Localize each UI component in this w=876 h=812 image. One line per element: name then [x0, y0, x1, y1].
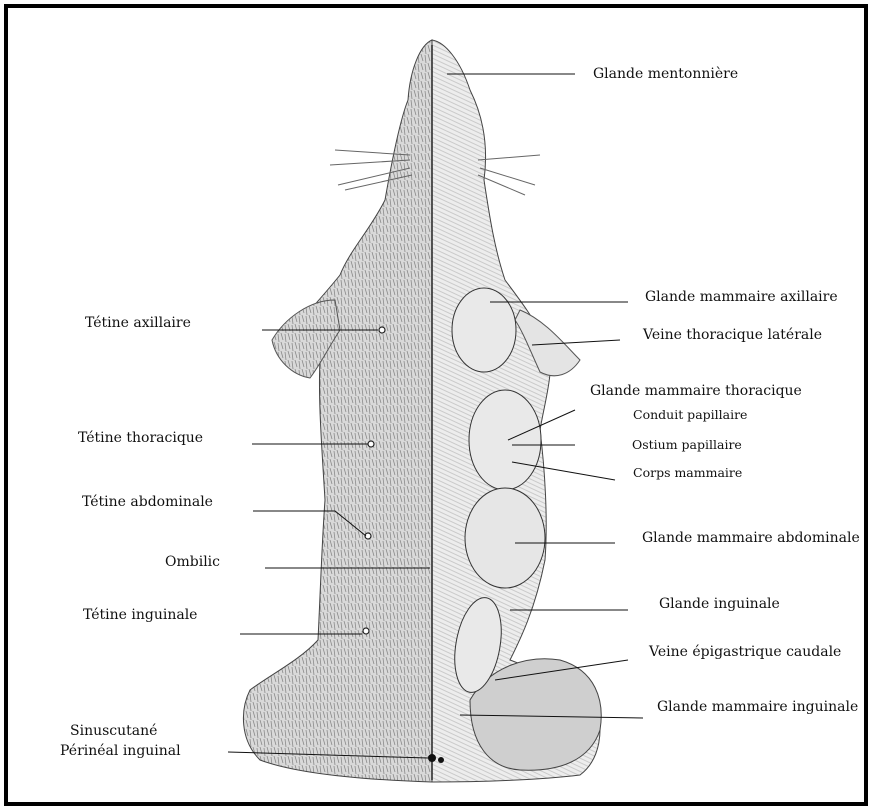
teat-thoracic: [368, 441, 374, 447]
teat-axillary: [379, 327, 385, 333]
label-glande-inguinale: Glande inguinale: [659, 596, 780, 612]
label-glande-mammaire-abdominale: Glande mammaire abdominale: [642, 530, 860, 546]
gland-thoracic: [469, 390, 541, 490]
rat-body-fur: [243, 40, 432, 782]
label-glande-mammaire-axillaire: Glande mammaire axillaire: [645, 289, 838, 305]
label-corps-mammaire: Corps mammaire: [633, 465, 742, 481]
label-veine-thoracique-laterale: Veine thoracique latérale: [643, 327, 822, 343]
label-perineal-inguinal: Périnéal inguinal: [60, 743, 181, 759]
label-tetine-thoracique: Tétine thoracique: [78, 430, 203, 446]
label-glande-mentonniere: Glande mentonnière: [593, 66, 738, 82]
label-ostium-papillaire: Ostium papillaire: [632, 437, 742, 453]
label-tetine-inguinale: Tétine inguinale: [83, 607, 197, 623]
label-veine-epigastrique-caudale: Veine épigastrique caudale: [649, 644, 841, 660]
label-glande-mammaire-thoracique: Glande mammaire thoracique: [590, 383, 802, 399]
label-ombilic: Ombilic: [165, 554, 220, 570]
perineal-mark-2: [438, 757, 444, 763]
teat-inguinal: [363, 628, 369, 634]
label-glande-mammaire-inguinale: Glande mammaire inguinale: [657, 699, 858, 715]
label-tetine-abdominale: Tétine abdominale: [82, 494, 213, 510]
perineal-mark: [428, 754, 436, 762]
gland-abdominal: [465, 488, 545, 588]
label-sinuscutane: Sinuscutané: [70, 723, 157, 739]
right-whiskers: [478, 155, 540, 195]
label-tetine-axillaire: Tétine axillaire: [85, 315, 191, 331]
label-conduit-papillaire: Conduit papillaire: [633, 407, 747, 423]
gland-axillary: [452, 288, 516, 372]
